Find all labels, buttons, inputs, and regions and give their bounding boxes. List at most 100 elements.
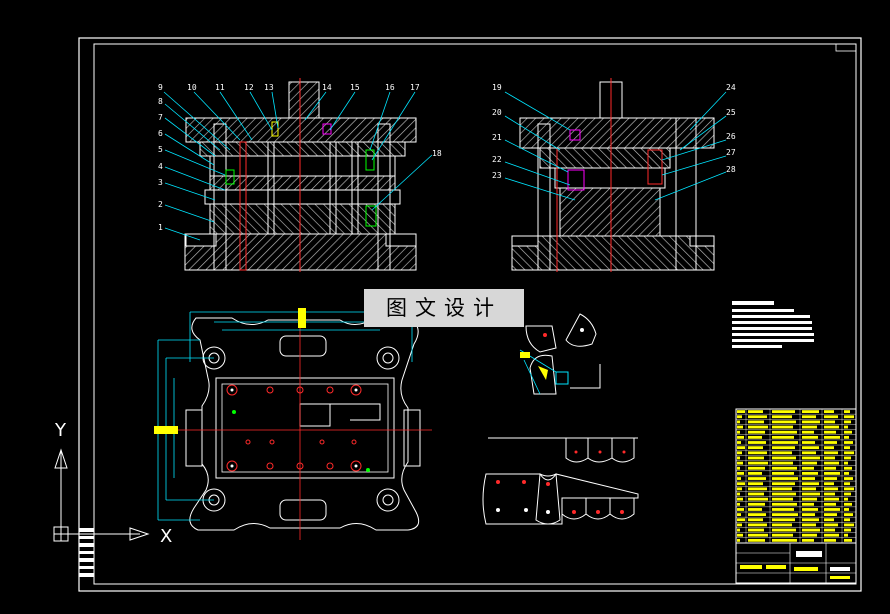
watermark-label: 图文设计 bbox=[364, 289, 524, 327]
bom-cell bbox=[824, 425, 839, 429]
callout-20: 20 bbox=[492, 108, 502, 117]
bom-cell bbox=[844, 446, 850, 450]
bom-cell bbox=[748, 492, 764, 496]
bom-cell bbox=[824, 456, 835, 460]
bom-cell bbox=[802, 456, 820, 460]
bom-cell bbox=[737, 410, 745, 413]
outer-border bbox=[78, 37, 862, 592]
bom-cell bbox=[824, 508, 840, 511]
bom-cell bbox=[748, 518, 763, 522]
bom-cell bbox=[772, 420, 796, 424]
bom-cell bbox=[772, 502, 797, 506]
bill-of-materials bbox=[735, 408, 857, 544]
bom-cell bbox=[772, 466, 797, 470]
part-detail bbox=[519, 313, 601, 395]
corner-mark bbox=[835, 43, 857, 52]
callout-12: 12 bbox=[244, 83, 254, 92]
bom-cell bbox=[748, 410, 763, 413]
bom-cell bbox=[802, 518, 819, 522]
bom-cell bbox=[737, 502, 740, 506]
bom-cell bbox=[824, 472, 840, 475]
callout-22: 22 bbox=[492, 155, 502, 164]
bom-cell bbox=[802, 461, 817, 465]
ucs-axis-icon: Y X bbox=[53, 420, 172, 547]
bom-cell bbox=[737, 523, 742, 527]
bom-cell bbox=[802, 435, 818, 439]
bom-cell bbox=[844, 451, 854, 455]
callout-5: 5 bbox=[158, 145, 163, 154]
bom-cell bbox=[802, 420, 820, 424]
callout-11: 11 bbox=[215, 83, 225, 92]
bom-cell bbox=[772, 487, 792, 491]
bom-cell bbox=[824, 502, 836, 506]
bom-cell bbox=[802, 528, 820, 532]
bom-cell bbox=[802, 497, 817, 501]
bom-cell bbox=[844, 441, 853, 444]
bom-cell bbox=[844, 482, 850, 486]
bom-cell bbox=[844, 415, 854, 419]
bom-cell bbox=[772, 528, 796, 532]
bom-cell bbox=[748, 502, 765, 506]
bom-cell bbox=[802, 425, 817, 429]
bom-cell bbox=[737, 415, 742, 419]
callout-24: 24 bbox=[726, 83, 736, 92]
bom-cell bbox=[844, 456, 851, 460]
bom-cell bbox=[737, 430, 740, 434]
bom-cell bbox=[844, 508, 849, 511]
bom-cell bbox=[772, 513, 798, 516]
bom-cell bbox=[824, 533, 839, 537]
bom-cell bbox=[748, 477, 766, 480]
bom-cell bbox=[802, 451, 816, 455]
bom-cell bbox=[844, 513, 853, 516]
callout-9: 9 bbox=[158, 83, 163, 92]
callout-28: 28 bbox=[726, 165, 736, 174]
bom-cell bbox=[737, 538, 740, 542]
bom-cell bbox=[824, 482, 834, 486]
bom-cell bbox=[802, 410, 819, 413]
bom-cell bbox=[772, 477, 798, 480]
bom-cell bbox=[802, 477, 815, 480]
inner-frame bbox=[93, 43, 857, 585]
bom-cell bbox=[772, 533, 793, 537]
bom-cell bbox=[824, 523, 838, 527]
callout-27: 27 bbox=[726, 148, 736, 157]
bom-cell bbox=[737, 456, 740, 460]
bom-cell bbox=[824, 461, 839, 465]
bom-cell bbox=[737, 508, 744, 511]
bom-cell bbox=[748, 435, 762, 439]
bom-cell bbox=[802, 513, 815, 516]
bom-cell bbox=[844, 497, 848, 501]
bom-cell bbox=[824, 415, 838, 419]
bom-cell bbox=[802, 482, 819, 486]
right-callouts: 19 20 21 22 23 24 25 26 27 28 bbox=[492, 83, 736, 180]
bom-cell bbox=[748, 425, 768, 429]
bom-cell bbox=[748, 456, 764, 460]
bom-cell bbox=[737, 513, 741, 516]
bom-cell bbox=[802, 487, 816, 491]
callout-16: 16 bbox=[385, 83, 395, 92]
bom-cell bbox=[748, 523, 767, 527]
bom-cell bbox=[824, 492, 835, 496]
bom-cell bbox=[844, 420, 851, 424]
callout-19: 19 bbox=[492, 83, 502, 92]
bom-cell bbox=[844, 435, 849, 439]
bom-cell bbox=[737, 466, 740, 470]
bom-cell bbox=[748, 451, 767, 455]
bom-cell bbox=[772, 523, 792, 527]
bom-cell bbox=[844, 538, 852, 542]
bom-cell bbox=[772, 461, 793, 465]
bom-cell bbox=[802, 523, 816, 527]
bom-cell bbox=[748, 441, 766, 444]
bom-cell bbox=[844, 492, 851, 496]
bom-cell bbox=[844, 477, 853, 480]
callout-23: 23 bbox=[492, 171, 502, 180]
bom-cell bbox=[772, 456, 796, 460]
bom-cell bbox=[737, 425, 743, 429]
bom-cell bbox=[844, 461, 848, 465]
bom-cell bbox=[772, 492, 796, 496]
bom-cell bbox=[737, 492, 740, 496]
bom-cell bbox=[748, 446, 763, 450]
bom-cell bbox=[824, 518, 834, 522]
callout-25: 25 bbox=[726, 108, 736, 117]
